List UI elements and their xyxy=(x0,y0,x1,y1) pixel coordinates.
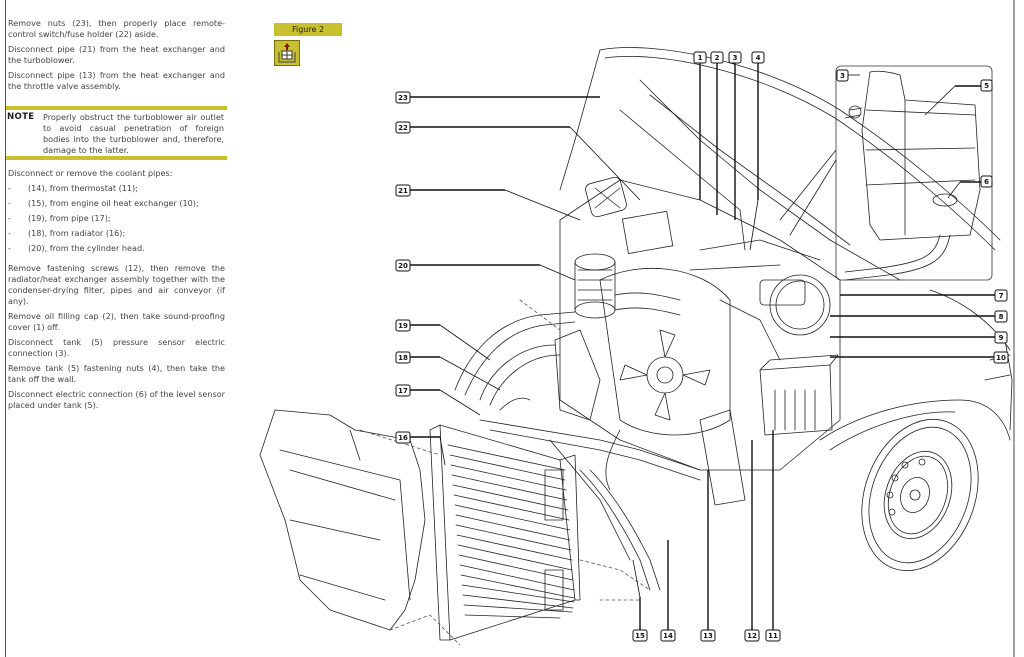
svg-text:12: 12 xyxy=(747,632,757,640)
svg-text:21: 21 xyxy=(398,187,408,195)
callout-10: 10 xyxy=(993,351,1009,364)
callout-1: 1 xyxy=(693,51,707,64)
callout-19: 19 xyxy=(395,319,411,332)
engine-assembly xyxy=(554,176,841,506)
note-bottom-bar xyxy=(6,156,227,160)
svg-text:9: 9 xyxy=(999,334,1004,342)
inset-expansion-tank xyxy=(779,65,993,281)
list-item: - (14), from thermostat (11); xyxy=(8,183,225,194)
callout-9: 9 xyxy=(994,331,1008,344)
note-text: Properly obstruct the turboblower air ou… xyxy=(43,112,224,155)
list-item-text: (19), from pipe (17); xyxy=(28,213,111,223)
front-wheel xyxy=(861,418,979,572)
instruction-paragraph: Remove fastening screws (12), then remov… xyxy=(8,263,225,306)
note-label: NOTE xyxy=(7,112,35,122)
svg-text:1: 1 xyxy=(698,54,703,62)
list-dash: - xyxy=(8,213,11,223)
instructions-bottom: Remove fastening screws (12), then remov… xyxy=(8,263,225,415)
callout-23: 23 xyxy=(395,91,411,104)
svg-text:10: 10 xyxy=(996,354,1006,362)
callout-18: 18 xyxy=(395,351,411,364)
svg-text:11: 11 xyxy=(768,632,778,640)
list-item-text: (14), from thermostat (11); xyxy=(28,183,138,193)
instruction-paragraph: Remove tank (5) fastening nuts (4), then… xyxy=(8,363,225,384)
engine-exploded-diagram: 1 2 3 4 23 22 21 20 19 18 17 16 7 8 9 10… xyxy=(259,0,1015,657)
callout-8: 8 xyxy=(994,310,1008,323)
list-item: - (15), from engine oil heat exchanger (1… xyxy=(8,198,225,209)
svg-text:23: 23 xyxy=(398,94,408,102)
svg-text:4: 4 xyxy=(756,54,761,62)
svg-text:8: 8 xyxy=(999,313,1004,321)
callout-inset-3: 3 xyxy=(836,69,849,82)
svg-text:20: 20 xyxy=(398,262,408,270)
radiator-assembly xyxy=(429,424,581,641)
hood-outline xyxy=(559,47,1001,281)
callout-inset-6: 6 xyxy=(980,175,993,188)
callout-17: 17 xyxy=(395,384,411,397)
callout-4: 4 xyxy=(751,51,765,64)
svg-text:3: 3 xyxy=(733,54,738,62)
callout-leaders xyxy=(410,63,995,630)
svg-text:19: 19 xyxy=(398,322,408,330)
instruction-paragraph: Disconnect pipe (13) from the heat excha… xyxy=(8,70,225,91)
list-dash: - xyxy=(8,228,11,238)
svg-text:3: 3 xyxy=(840,72,845,80)
list-item: - (19), from pipe (17); xyxy=(8,213,225,224)
air-conveyor xyxy=(259,409,426,631)
svg-text:2: 2 xyxy=(715,54,720,62)
callout-20: 20 xyxy=(395,259,411,272)
svg-text:7: 7 xyxy=(999,292,1004,300)
vehicle-body xyxy=(819,289,1013,451)
instructions-top: Remove nuts (23), then properly place re… xyxy=(8,18,225,96)
svg-text:15: 15 xyxy=(635,632,645,640)
list-item: - (18), from radiator (16); xyxy=(8,228,225,239)
callout-15: 15 xyxy=(632,629,648,642)
callout-labels: 1 2 3 4 23 22 21 20 19 18 17 16 7 8 9 10… xyxy=(395,51,1009,642)
callout-16: 16 xyxy=(395,431,411,444)
list-item: - (20), from the cylinder head. xyxy=(8,243,225,254)
svg-text:16: 16 xyxy=(398,434,408,442)
note-top-bar xyxy=(6,106,227,110)
callout-22: 22 xyxy=(395,121,411,134)
instruction-paragraph: Remove oil filling cap (2), then take so… xyxy=(8,311,225,332)
svg-text:22: 22 xyxy=(398,124,408,132)
callout-7: 7 xyxy=(994,289,1008,302)
svg-text:14: 14 xyxy=(663,632,673,640)
list-item-text: (15), from engine oil heat exchanger (10… xyxy=(28,198,199,208)
callout-inset-5: 5 xyxy=(980,79,993,92)
left-margin-rule xyxy=(5,0,6,657)
instruction-paragraph: Disconnect pipe (21) from the heat excha… xyxy=(8,44,225,65)
callout-12: 12 xyxy=(744,629,760,642)
svg-text:6: 6 xyxy=(984,178,989,186)
svg-text:13: 13 xyxy=(703,632,713,640)
callout-13: 13 xyxy=(700,629,716,642)
callout-2: 2 xyxy=(710,51,724,64)
coolant-pipes xyxy=(454,311,701,591)
instructions-column: Remove nuts (23), then properly place re… xyxy=(0,0,228,657)
instruction-paragraph: Remove nuts (23), then properly place re… xyxy=(8,18,225,39)
callout-14: 14 xyxy=(660,629,676,642)
callout-11: 11 xyxy=(765,629,781,642)
removal-up-arrow-icon xyxy=(274,40,300,66)
instructions-coolant: Disconnect or remove the coolant pipes: … xyxy=(8,168,225,258)
callout-3: 3 xyxy=(728,51,742,64)
coolant-pipe-list: - (14), from thermostat (11); - (15), from… xyxy=(8,183,225,254)
list-dash: - xyxy=(8,243,11,253)
list-dash: - xyxy=(8,183,11,193)
svg-text:17: 17 xyxy=(398,387,408,395)
callout-21: 21 xyxy=(395,184,411,197)
list-item-text: (18), from radiator (16); xyxy=(28,228,126,238)
svg-text:5: 5 xyxy=(984,82,989,90)
list-dash: - xyxy=(8,198,11,208)
svg-text:18: 18 xyxy=(398,354,408,362)
list-item-text: (20), from the cylinder head. xyxy=(28,243,145,253)
instruction-paragraph: Disconnect tank (5) pressure sensor elec… xyxy=(8,337,225,358)
coolant-intro: Disconnect or remove the coolant pipes: xyxy=(8,168,173,178)
instruction-paragraph: Disconnect electric connection (6) of th… xyxy=(8,389,225,410)
figure-label: Figure 2 xyxy=(274,23,342,36)
